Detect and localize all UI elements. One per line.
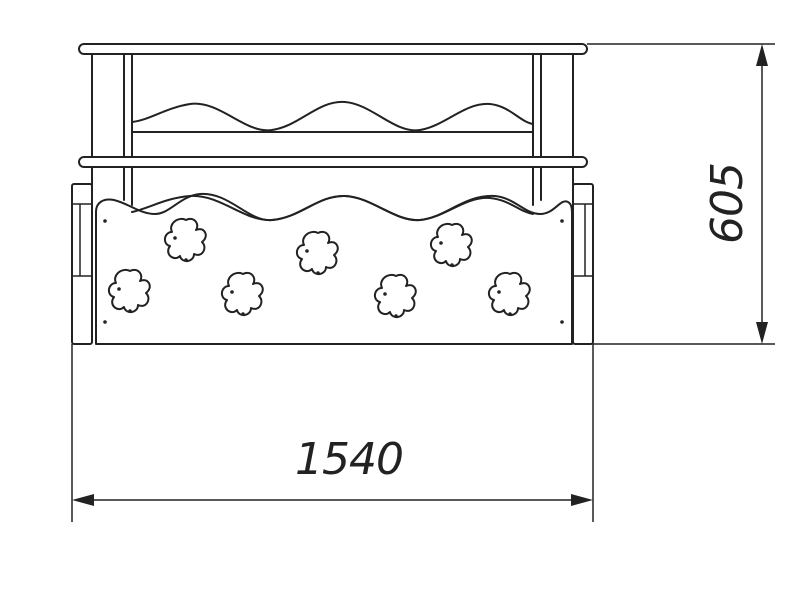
flower-1 <box>107 268 151 314</box>
front-panel <box>95 192 573 345</box>
right-posts <box>532 53 574 206</box>
height-label: 605 <box>702 163 753 244</box>
flower-4 <box>295 230 339 276</box>
middle-rail <box>78 156 588 168</box>
height-dimension: 605 <box>587 43 775 345</box>
right-end-block <box>572 183 594 345</box>
top-rail <box>78 43 588 55</box>
flower-2 <box>163 217 207 263</box>
width-label: 1540 <box>295 434 403 485</box>
flower-5 <box>373 273 417 319</box>
flower-6 <box>429 222 473 268</box>
left-end-block <box>71 183 93 345</box>
left-posts <box>91 53 133 206</box>
width-dimension: 1540 <box>71 344 594 522</box>
flower-cutouts <box>107 217 531 319</box>
upper-wave-board <box>131 100 534 133</box>
flower-3 <box>220 271 264 317</box>
flower-7 <box>487 271 531 317</box>
